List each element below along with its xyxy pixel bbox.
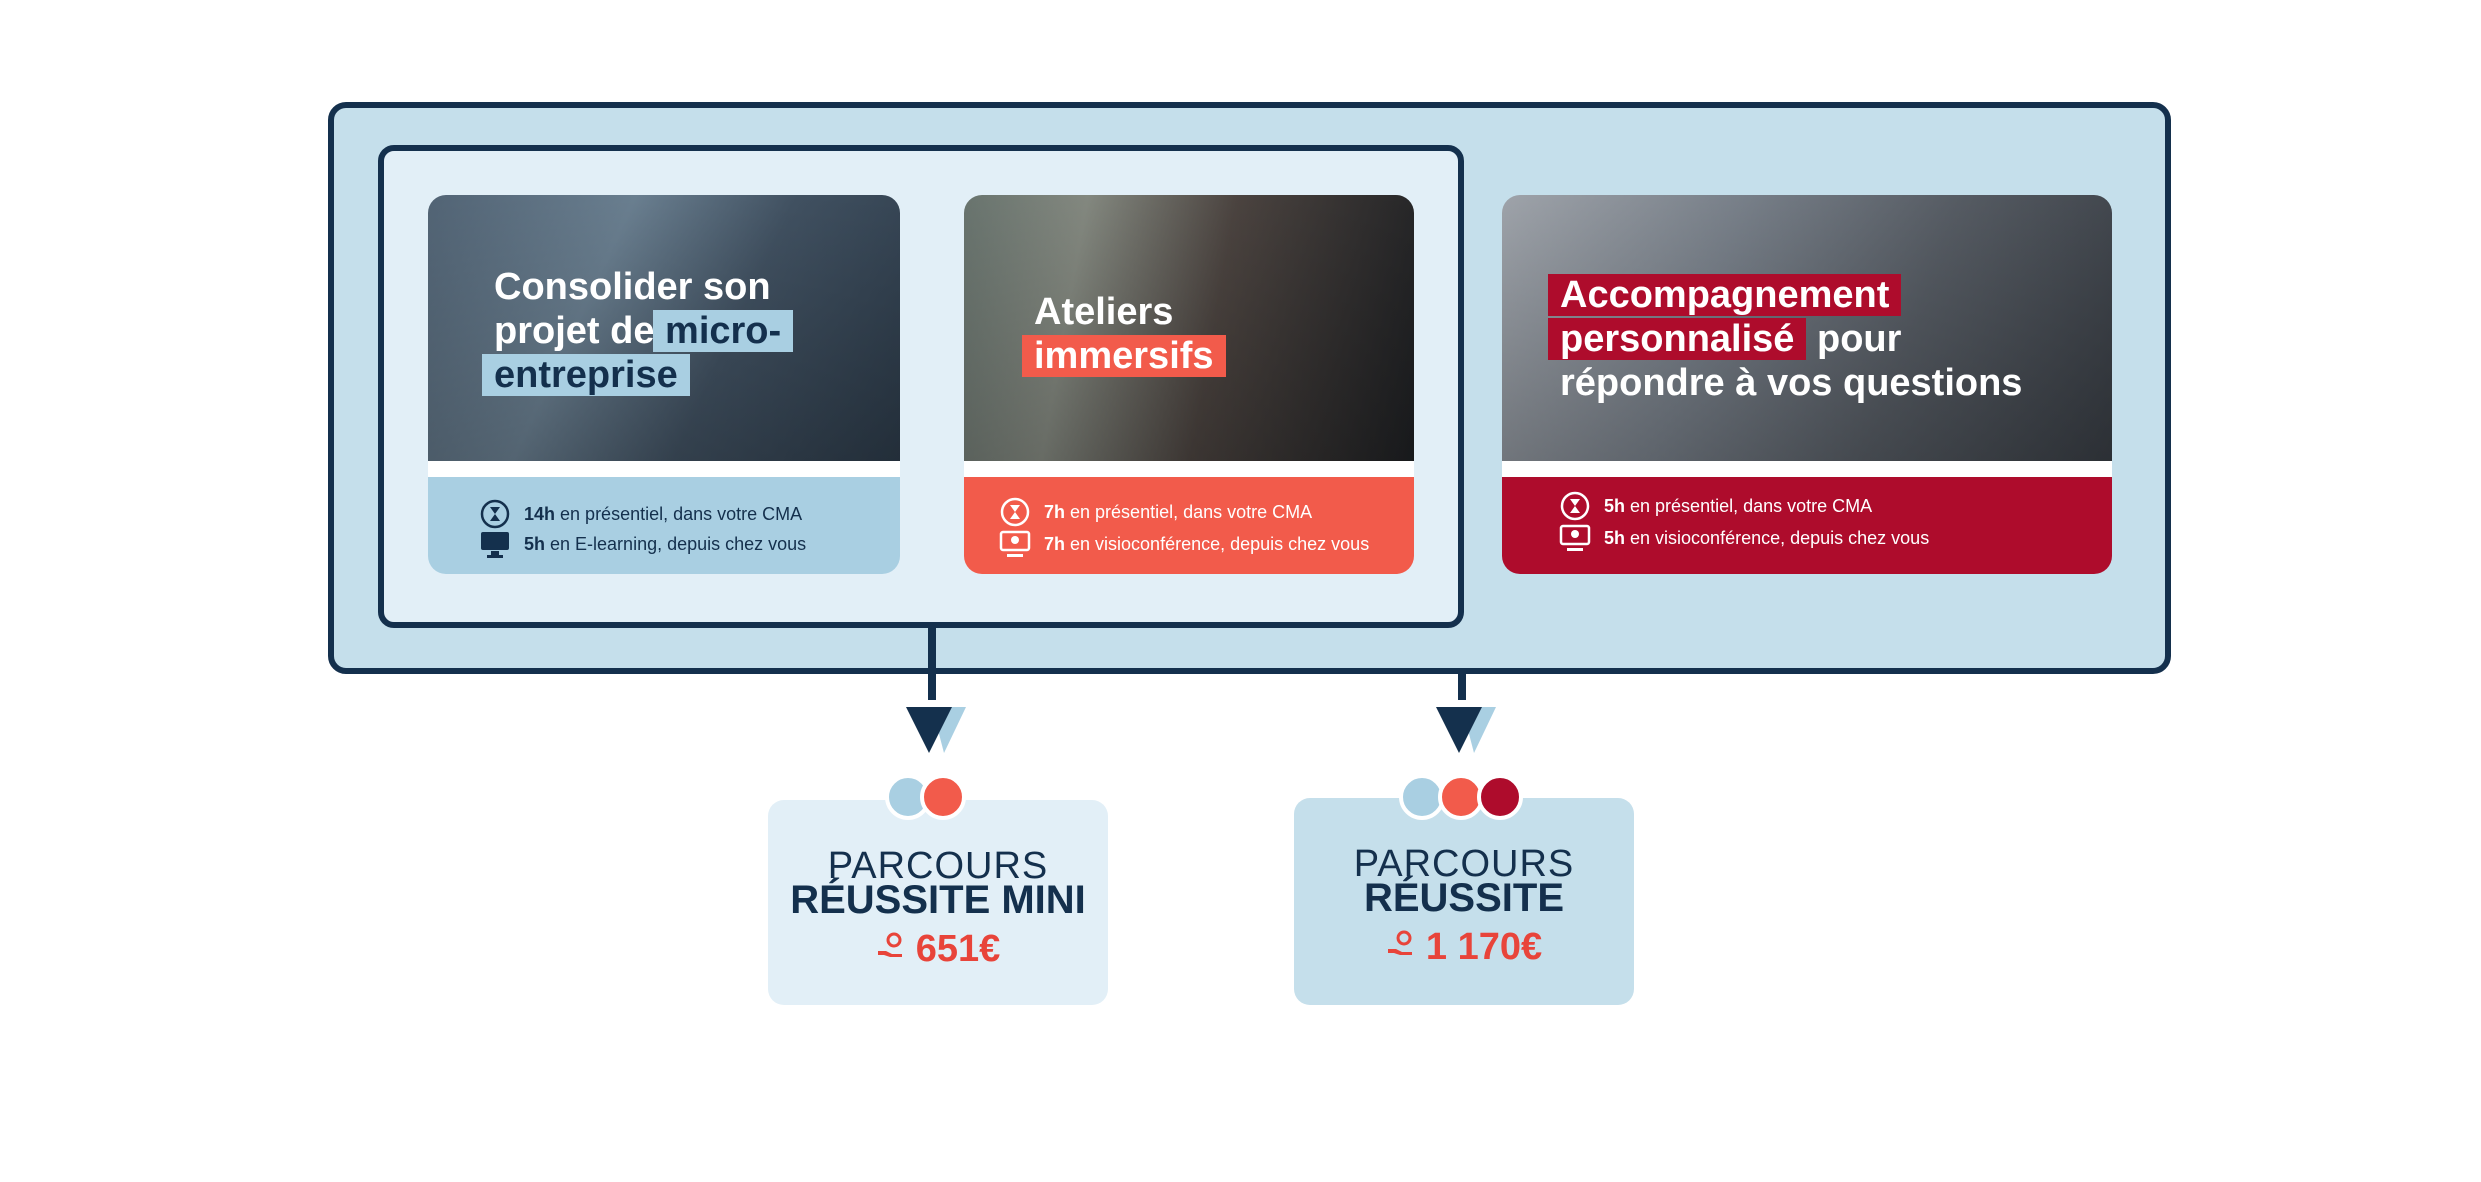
card-headline: Consolider son projet de micro- entrepri…	[482, 265, 794, 397]
card-accompagnement: Accompagnement personnalisé pour répondr…	[1502, 195, 2112, 574]
hourglass-person-icon	[998, 497, 1032, 527]
card-photo-workshop: Ateliers immersifs	[964, 195, 1414, 461]
result-name: RÉUSSITE MINI	[790, 878, 1086, 922]
video-call-icon	[1558, 523, 1592, 553]
hourglass-person-icon	[1558, 491, 1592, 521]
card-photo-meeting: Accompagnement personnalisé pour répondr…	[1502, 195, 2112, 461]
dot-crimson	[1477, 774, 1523, 820]
headline-highlight: personnalisé	[1548, 318, 1807, 360]
headline-line: Ateliers	[1034, 291, 1174, 333]
result-price: 651€	[768, 928, 1108, 971]
headline-highlight: entreprise	[482, 354, 690, 396]
arrow-head-mini	[906, 707, 966, 753]
hourglass-person-icon	[478, 499, 512, 529]
headline-highlight: Accompagnement	[1548, 274, 1902, 316]
result-title: PARCOURS	[827, 845, 1049, 887]
result-parcours-reussite-mini: PARCOURS RÉUSSITE MINI 651€	[768, 800, 1108, 1005]
result-parcours-reussite: PARCOURS RÉUSSITE 1 170€	[1294, 798, 1634, 1005]
dot-coral	[1438, 774, 1484, 820]
card-consolider-projet: Consolider son projet de micro- entrepri…	[428, 195, 900, 574]
card-photo-man-working: Consolider son projet de micro- entrepri…	[428, 195, 900, 461]
arrow-head-full	[1436, 707, 1496, 753]
dot-light-blue	[1399, 774, 1445, 820]
result-price: 1 170€	[1294, 926, 1634, 969]
card-headline: Ateliers immersifs	[1022, 290, 1226, 378]
headline-line: répondre à vos questions	[1560, 362, 2023, 404]
arrow-line-mini	[928, 628, 936, 700]
computer-icon	[478, 529, 512, 559]
headline-highlight: micro-	[653, 310, 794, 352]
headline-line: projet de	[494, 310, 666, 352]
result-title: PARCOURS	[1353, 843, 1575, 885]
card-headline: Accompagnement personnalisé pour répondr…	[1548, 273, 2023, 405]
headline-highlight: immersifs	[1022, 335, 1226, 377]
dot-coral	[920, 774, 966, 820]
video-call-icon	[998, 529, 1032, 559]
headline-line: Consolider son	[494, 266, 771, 308]
headline-line: pour	[1806, 318, 1902, 360]
arrow-line-full	[1458, 674, 1466, 700]
hand-coin-icon	[1386, 926, 1416, 969]
result-name: RÉUSSITE	[1363, 876, 1565, 920]
hand-coin-icon	[876, 928, 906, 971]
